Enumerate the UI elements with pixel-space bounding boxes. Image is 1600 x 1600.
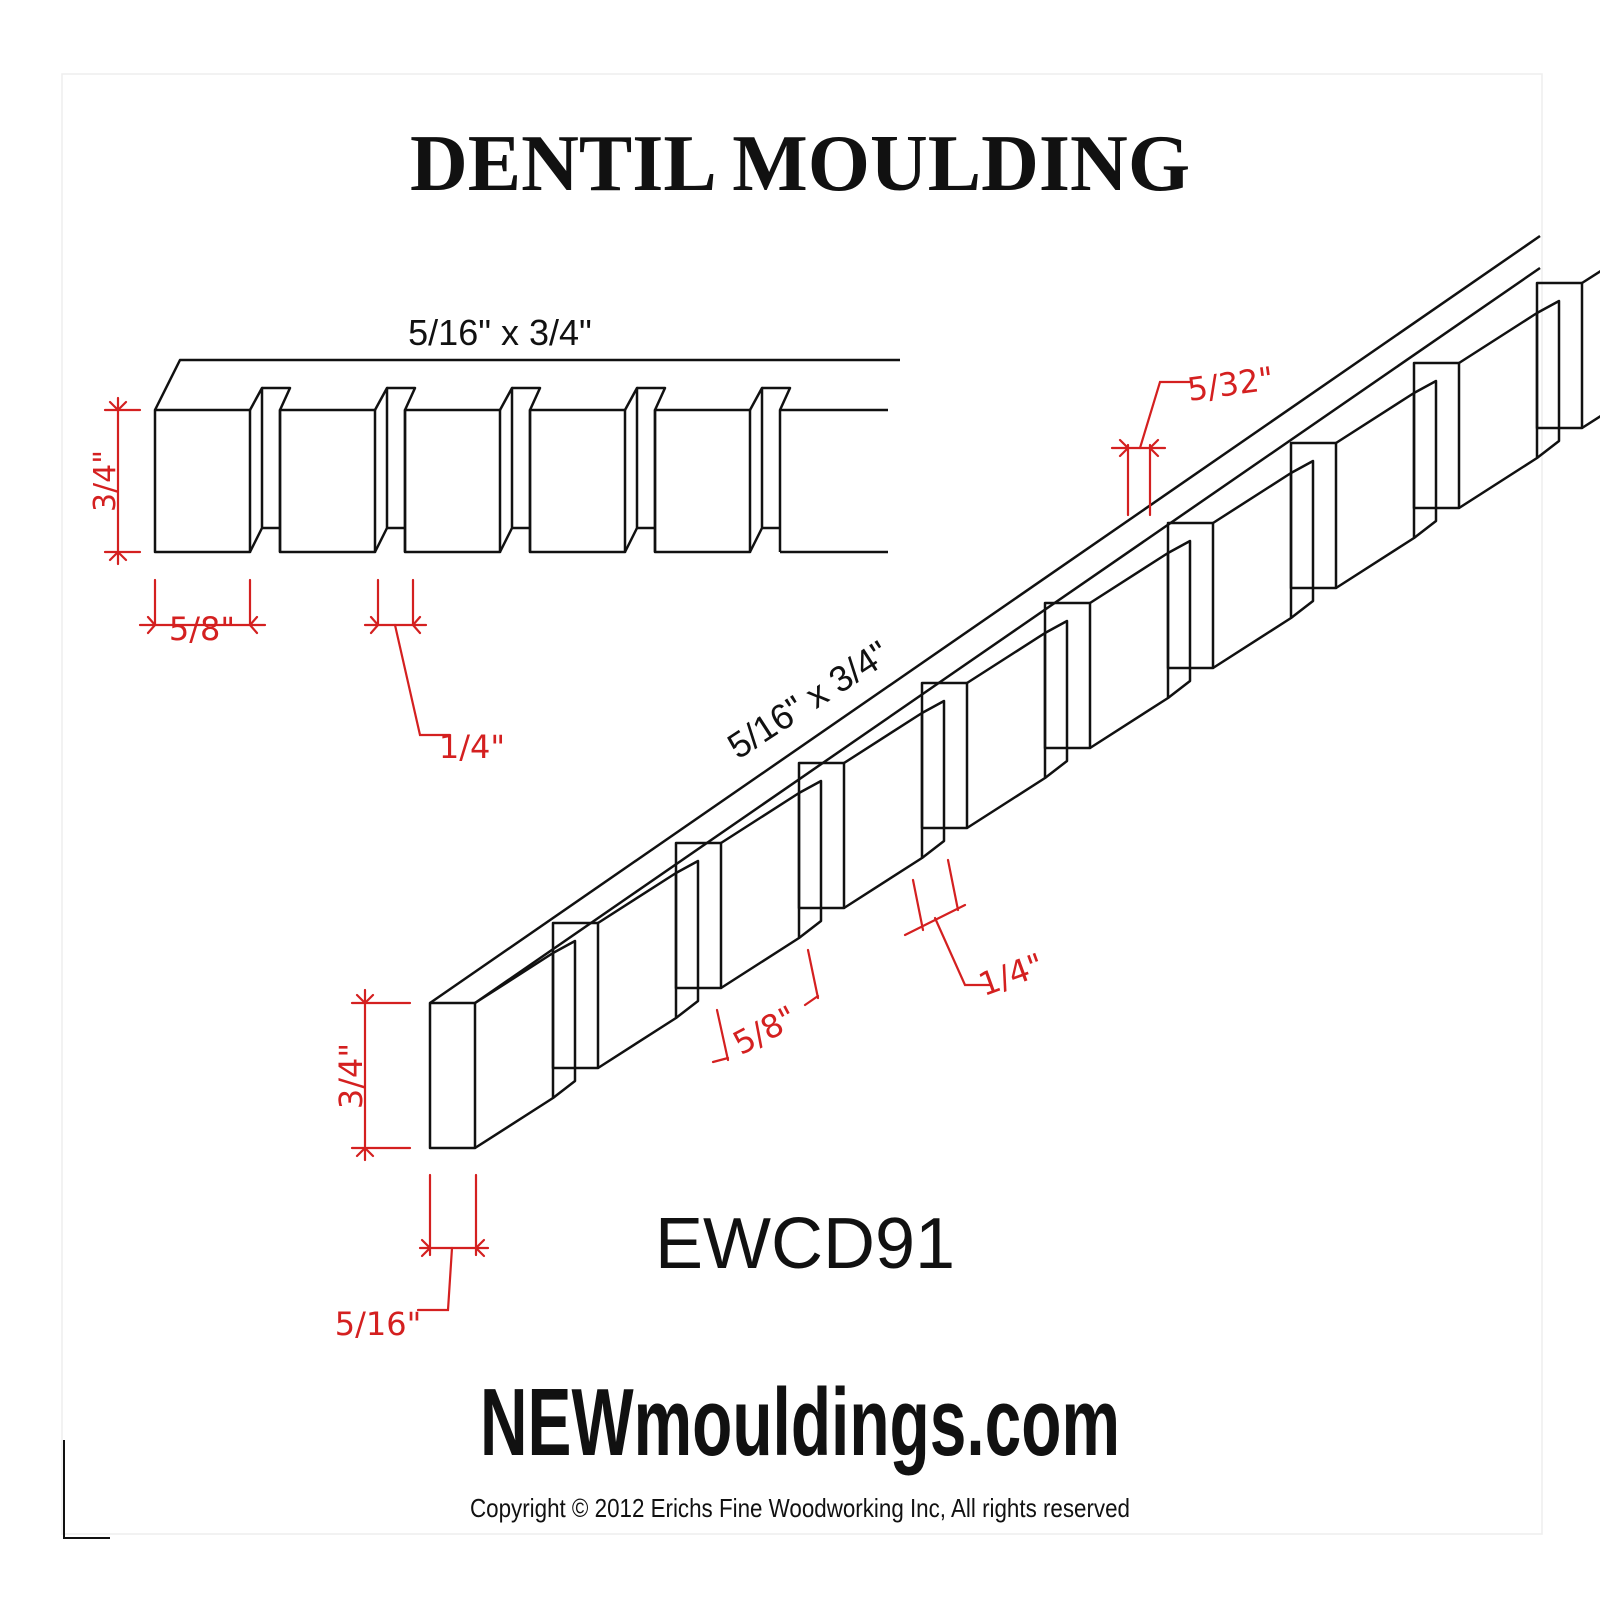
front-recess — [762, 386, 792, 552]
iso-block-face — [1581, 269, 1600, 430]
iso-recess — [798, 779, 823, 939]
iso-block-face — [597, 871, 678, 1070]
front-block-side — [623, 386, 639, 553]
iso-block-face — [1458, 311, 1539, 510]
page-title: DENTIL MOULDING — [410, 120, 1190, 208]
iso-recess — [1167, 539, 1192, 699]
front-block — [278, 408, 377, 554]
iso-gap-label: 1/4" — [974, 945, 1049, 1003]
front-top-edge — [153, 358, 900, 411]
iso-block-face — [966, 631, 1047, 830]
iso-height-label: 3/4" — [332, 1043, 370, 1109]
iso-depth-dimension: 5/32" — [1110, 359, 1276, 517]
iso-recess — [552, 939, 577, 1099]
iso-recess — [921, 699, 946, 859]
part-number: EWCD91 — [655, 1204, 955, 1284]
iso-dentil-strip — [428, 234, 1600, 1150]
front-recess — [637, 386, 667, 552]
iso-recess — [675, 859, 700, 1019]
iso-recess — [1413, 379, 1438, 539]
iso-thickness-dimension: 5/16" — [335, 1173, 490, 1343]
front-width-label: 5/8" — [169, 610, 235, 648]
iso-block-face — [720, 791, 801, 990]
iso-block-face — [1335, 391, 1416, 590]
iso-thickness-label: 5/16" — [335, 1305, 422, 1343]
iso-block-end — [428, 1001, 477, 1150]
front-block-side — [248, 386, 264, 553]
front-block — [403, 408, 502, 554]
iso-block-face — [1212, 471, 1293, 670]
front-block-side — [373, 386, 389, 553]
corner-mark — [63, 1440, 110, 1539]
front-dentil-blocks — [153, 386, 792, 554]
iso-top-edge-front — [429, 234, 1541, 1005]
iso-width-label: 5/8" — [727, 998, 803, 1063]
front-recess — [387, 386, 417, 552]
front-view: 5/16" x 3/4" 3/4" 5/8" 1/4" — [88, 312, 900, 766]
iso-recess — [1044, 619, 1069, 779]
iso-height-dimension: 3/4" — [332, 988, 412, 1162]
front-gap-label: 1/4" — [439, 728, 505, 766]
front-recess — [512, 386, 542, 552]
iso-gap-dimension: 1/4" — [903, 858, 1049, 1004]
front-back-rail — [790, 408, 888, 554]
iso-recess — [1290, 459, 1315, 619]
front-width-dimension: 5/8" — [138, 578, 267, 648]
iso-width-dimension: 5/8" — [711, 948, 820, 1064]
front-block — [153, 408, 252, 554]
iso-top-edge-back — [474, 266, 1541, 1005]
iso-block-face — [843, 711, 924, 910]
front-block-side — [748, 386, 764, 553]
iso-view: 5/16" x 3/4" 5/32" 3/4" 5/8" 1/4" 5/ — [332, 234, 1600, 1343]
front-block-side — [498, 386, 514, 553]
front-height-dimension: 3/4" — [88, 396, 142, 566]
front-block-tail — [780, 408, 790, 554]
iso-block-face — [474, 951, 555, 1150]
page-border — [61, 73, 1543, 1535]
copyright-text: Copyright © 2012 Erichs Fine Woodworking… — [470, 1493, 1130, 1523]
front-recess — [262, 386, 292, 552]
front-size-label: 5/16" x 3/4" — [408, 312, 592, 353]
brand-name: NEWmouldings.com — [480, 1369, 1120, 1476]
front-block — [653, 408, 752, 554]
iso-block-face — [1089, 551, 1170, 750]
iso-recess — [1536, 299, 1561, 459]
front-gap-dimension: 1/4" — [363, 578, 505, 766]
front-block — [528, 408, 627, 554]
front-height-label: 3/4" — [88, 450, 123, 512]
iso-depth-label: 5/32" — [1185, 359, 1276, 409]
